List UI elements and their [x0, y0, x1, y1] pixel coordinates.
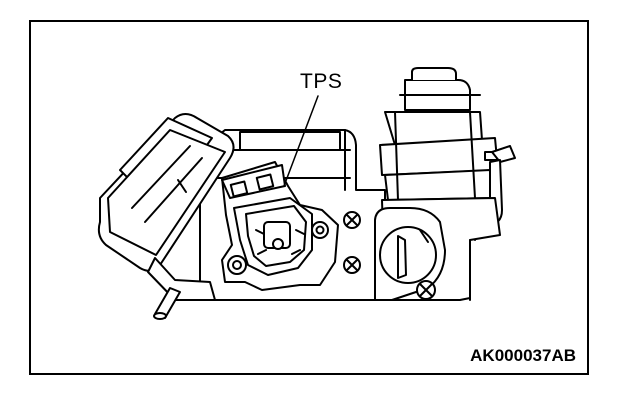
- tps-sensor: [221, 161, 339, 291]
- screw-lower: [343, 256, 361, 274]
- tps-leader-line: [283, 95, 319, 187]
- vacuum-pipe: [153, 287, 181, 320]
- throttle-sector: [374, 207, 446, 301]
- tps-bolt-right: [311, 221, 329, 239]
- sector-bolt: [416, 280, 436, 300]
- left-cover: [97, 113, 235, 301]
- tps-callout-label: TPS: [300, 70, 343, 93]
- tps-bolt-left: [227, 255, 247, 275]
- figure-id-label: AK000037AB: [470, 346, 576, 365]
- screw-upper: [343, 211, 361, 229]
- idle-control-actuator: [379, 67, 499, 201]
